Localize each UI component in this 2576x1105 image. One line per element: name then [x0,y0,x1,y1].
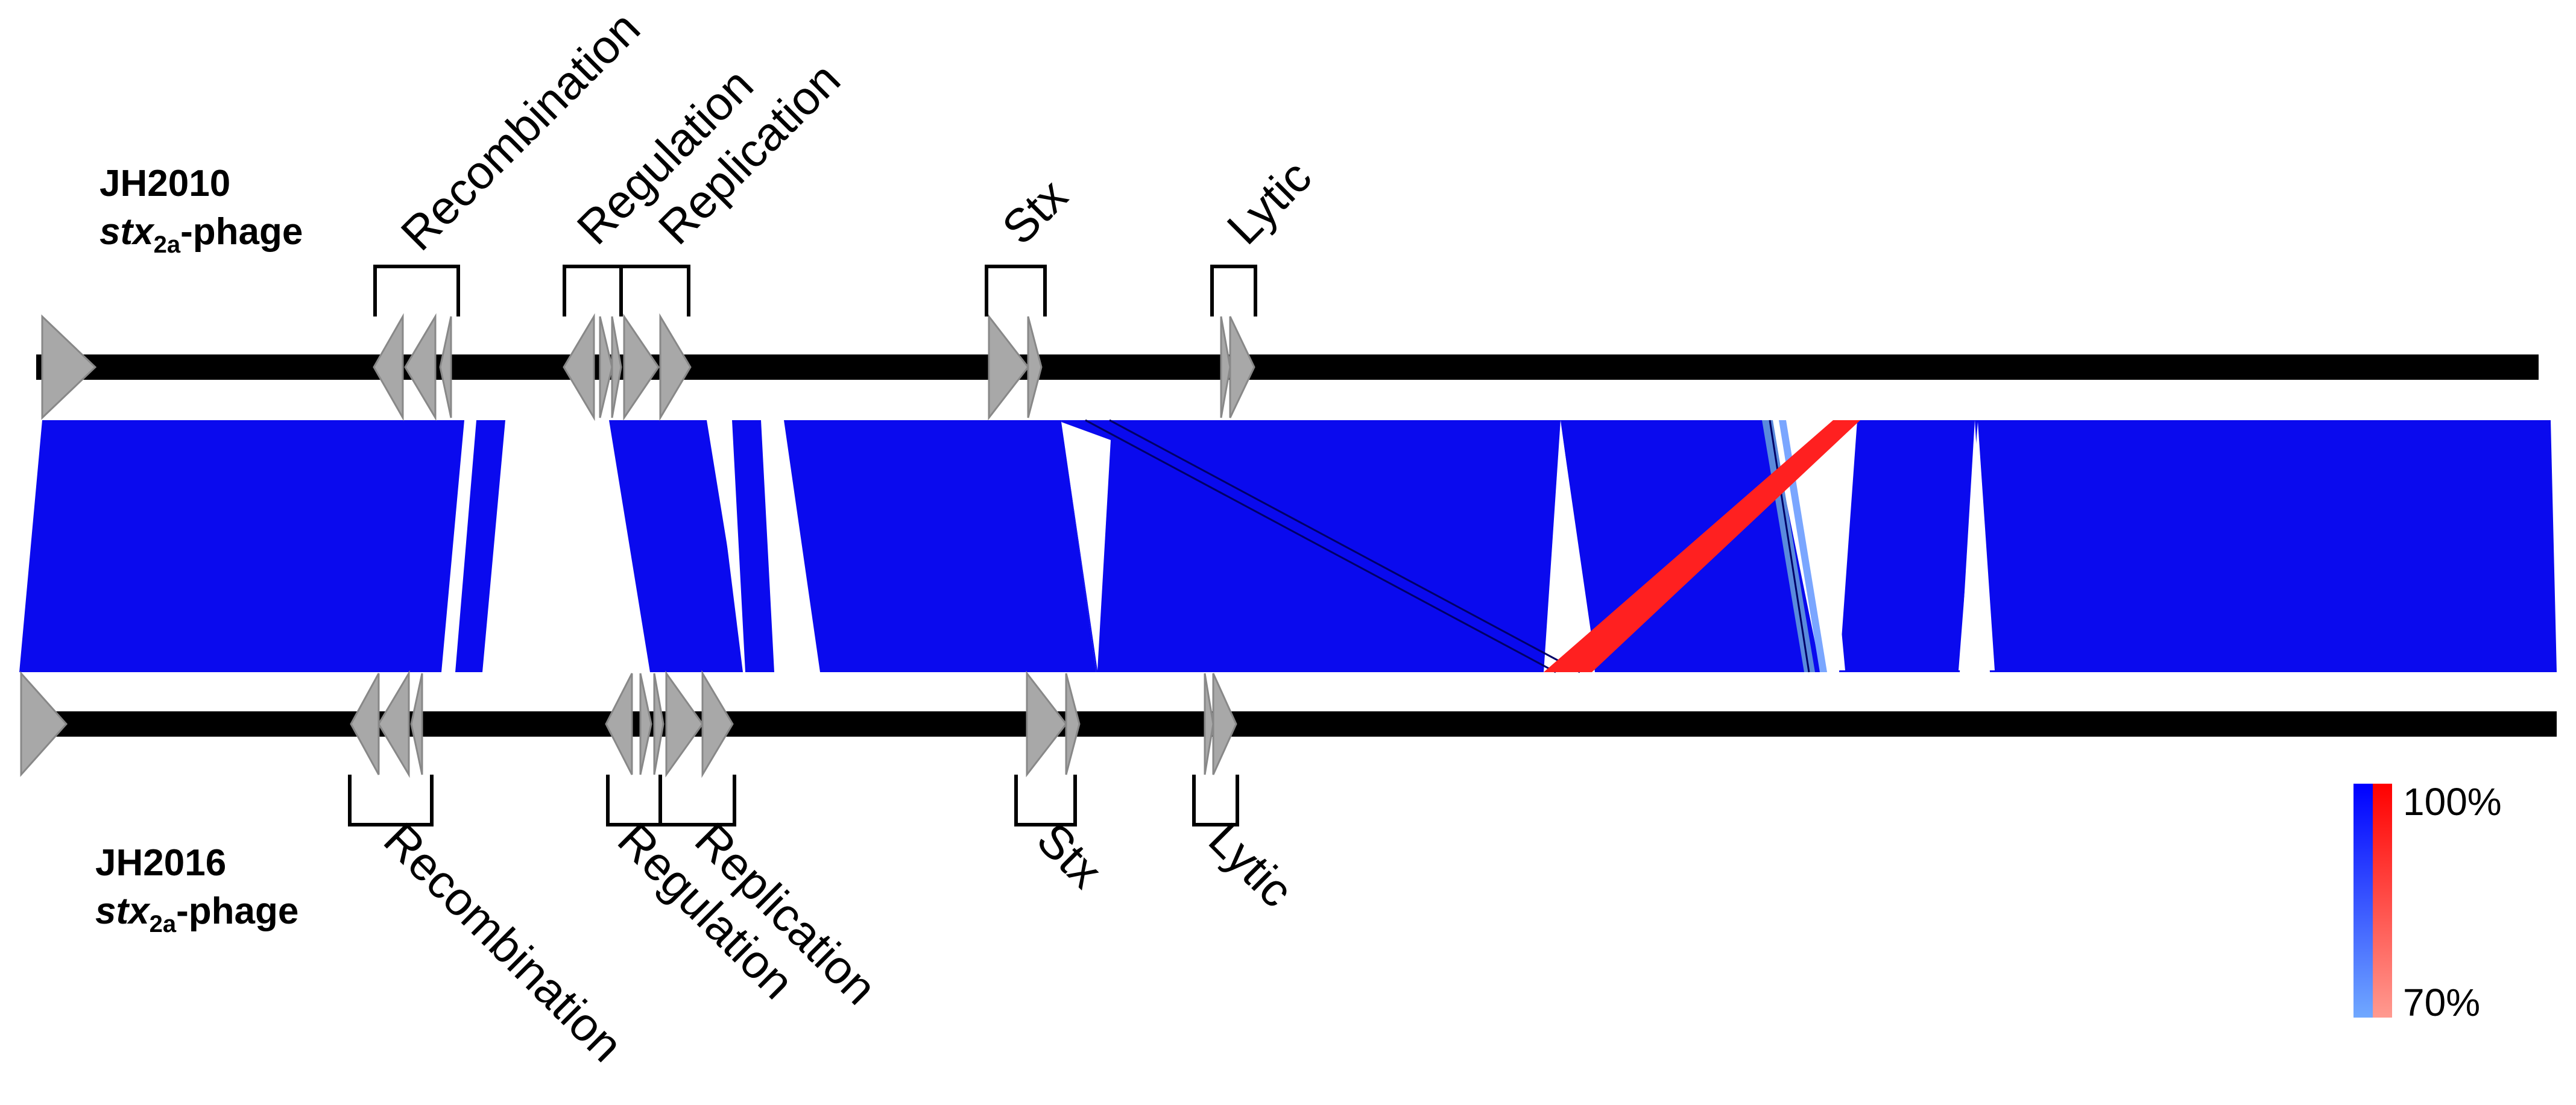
gene-arrow [623,313,660,421]
gene-arrow [20,671,68,777]
gene-arrow [350,673,380,775]
gene-arrow [611,316,622,418]
top-genome-gene: stx [99,211,155,253]
legend-forward-gradient [2353,784,2373,1018]
gene-arrow [373,313,404,421]
bottom-genome-gene: stx [95,890,151,932]
bracket-stx [1014,775,1077,826]
gene-arrow [377,670,410,778]
cluster-label-lytic: Lytic [1217,150,1322,254]
inversion-line [1085,419,1556,673]
top-cluster-labels: Recombination Regulation Replication Stx… [391,1,1322,260]
bottom-genome-subtitle: stx2a-phage [95,890,298,937]
gene-arrow [653,673,665,775]
top-genome-label: JH2010 stx2a-phage [99,163,303,258]
bracket-regulation [606,775,662,826]
gene-arrow [988,313,1029,421]
legend-min-label: 70% [2403,981,2480,1024]
band-gap [712,420,745,672]
gene-arrow [1229,316,1255,418]
inversion-line [1109,419,1580,673]
similarity-band [784,420,1096,672]
top-genome-name: JH2010 [99,163,230,204]
similarity-band [609,420,748,672]
bracket-replication [658,775,736,826]
gene-arrow [1212,673,1237,775]
top-genes [41,313,1255,421]
gene-arrow [1026,670,1067,778]
bottom-genome-backbone [21,711,2557,737]
bottom-genome-label: JH2016 stx2a-phage [95,842,298,937]
bracket-replication [619,265,690,316]
cluster-label-stx: Stx [992,169,1078,254]
bottom-genome-suffix: -phage [176,890,298,932]
bottom-genes [20,670,1237,778]
identity-legend: 100% 70% [2353,780,2502,1024]
bracket-recombination [373,265,460,316]
band-gaps [712,420,1995,672]
gene-arrow [1204,673,1214,775]
top-genome-suffix: -phage [180,211,303,253]
top-genome-backbone [36,354,2539,380]
gene-arrow [410,673,423,775]
reverse-match-band [1544,420,1860,672]
bottom-genome-name: JH2016 [95,842,226,884]
cluster-label-recombination: Recombination [374,813,633,1072]
similarity-band [1975,420,2557,672]
gene-arrow [1065,673,1081,775]
legend-reverse-gradient [2373,784,2392,1018]
band-gap [1547,422,1592,648]
bracket-regulation [563,265,623,316]
gene-arrow [439,316,452,418]
bracket-lytic [1192,775,1239,826]
bracket-recombination [348,775,434,826]
legend-max-label: 100% [2403,780,2502,823]
top-genome-gene-index: 2a [154,231,181,258]
top-genome-subtitle: stx2a-phage [99,211,303,258]
top-cluster-brackets [373,265,1257,316]
band-gap [1061,422,1111,670]
gene-arrow [659,313,692,421]
similarity-band [455,420,505,672]
bracket-lytic [1210,265,1257,316]
similarity-band [1839,420,1975,672]
gene-arrow [605,673,633,775]
similarity-band [1061,420,1561,672]
gene-arrow [701,670,734,778]
inversion-line [1769,420,1810,673]
cluster-label-lytic: Lytic [1199,813,1304,918]
similarity-bands [19,420,2557,672]
gene-arrow [639,673,652,775]
bottom-cluster-brackets [348,775,1239,826]
band-gap [1959,422,1995,670]
band-gap [1822,422,1845,670]
bottom-cluster-labels: Recombination Regulation Replication Stx… [374,813,1304,1072]
gene-arrow [1220,316,1231,418]
similarity-band [19,420,464,672]
gene-arrow [563,313,595,421]
gene-arrow [665,670,704,778]
bottom-genome-gene-index: 2a [150,911,177,937]
gene-arrow [41,314,97,420]
gene-arrow [1027,316,1043,418]
bracket-stx [985,265,1047,316]
gene-arrow [404,313,437,421]
gene-arrow [599,316,613,418]
